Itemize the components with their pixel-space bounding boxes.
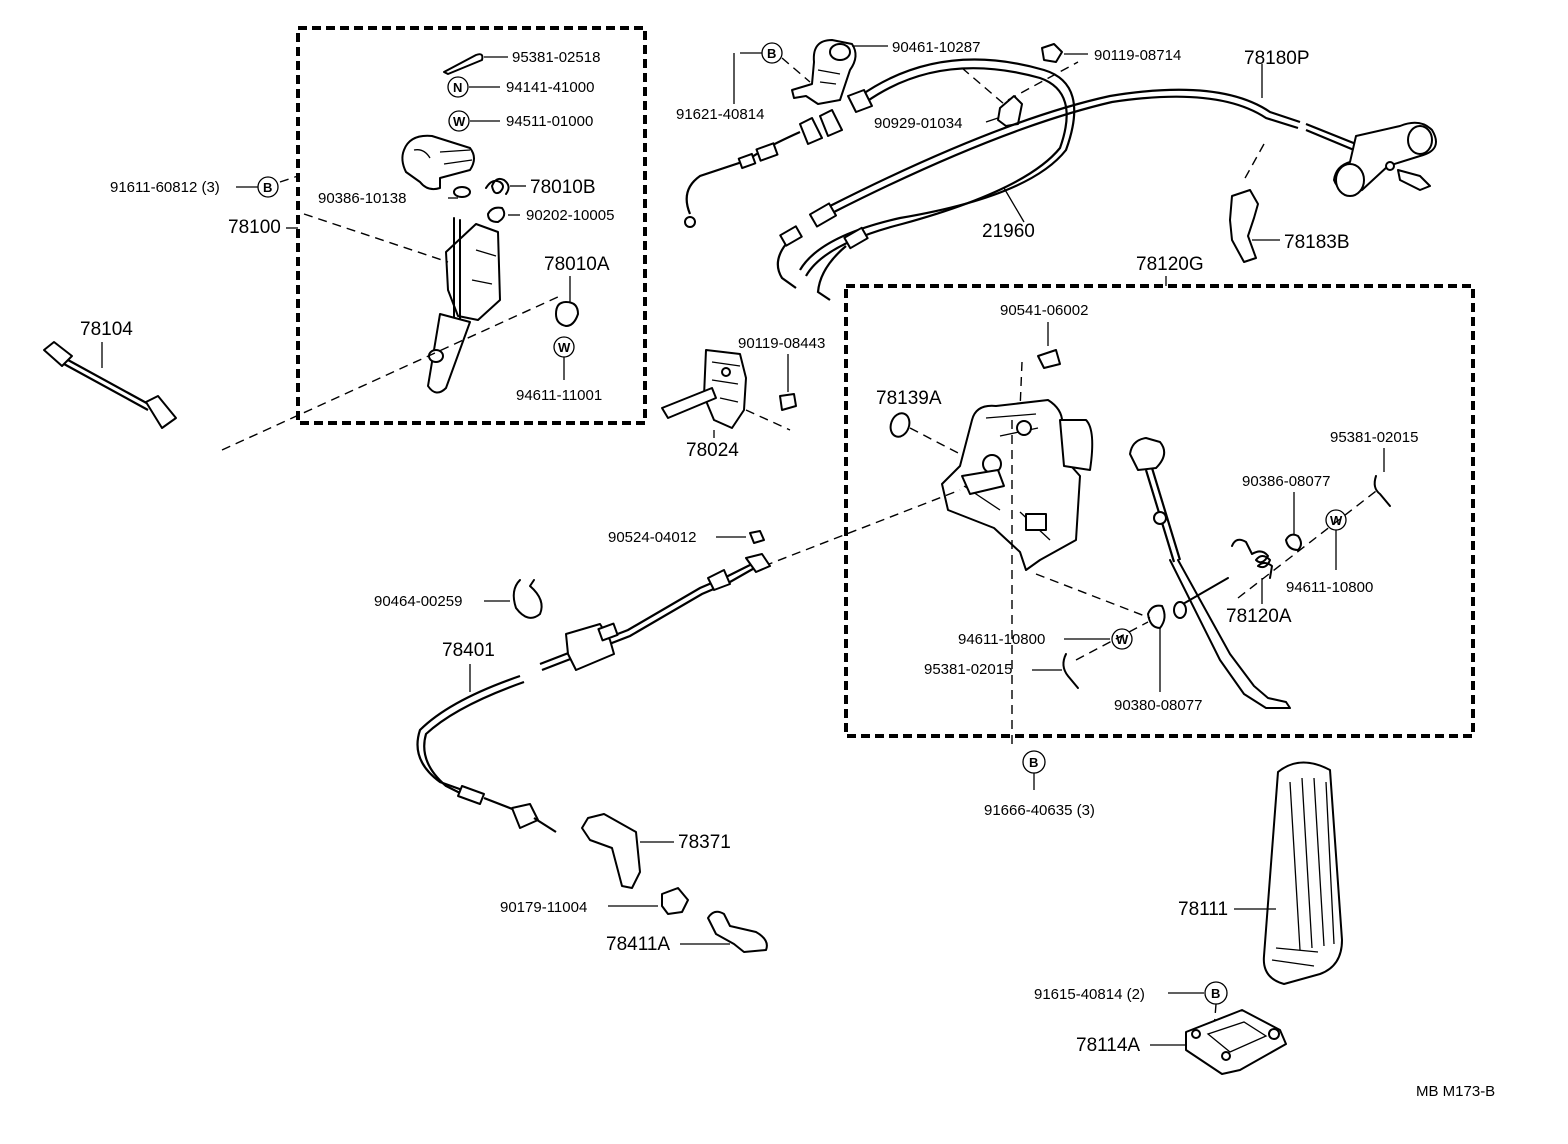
spring-clip-icon bbox=[1229, 189, 1259, 263]
label-78371: 78371 bbox=[678, 832, 731, 853]
bolt-symbol-d: B bbox=[1211, 986, 1220, 1001]
washer-symbol-icon bbox=[1111, 628, 1133, 650]
pedal-bracket bbox=[941, 399, 1094, 571]
label-91611-60812: 91611-60812 (3) bbox=[110, 179, 220, 196]
spring-icon bbox=[485, 177, 510, 195]
label-21960: 21960 bbox=[982, 221, 1035, 242]
label-94511-01000: 94511-01000 bbox=[506, 113, 593, 130]
throttle-lever bbox=[1333, 121, 1437, 197]
pedal-arm bbox=[1129, 437, 1291, 709]
label-78114A: 78114A bbox=[1076, 1035, 1140, 1056]
label-94611-10800-a: 94611-10800 bbox=[1286, 579, 1373, 596]
diagram-id: MB M173-B bbox=[1416, 1083, 1495, 1100]
bolt-symbol-icon bbox=[257, 176, 279, 198]
label-78111: 78111 bbox=[1178, 899, 1228, 920]
label-78183B: 78183B bbox=[1284, 232, 1350, 253]
label-78120G: 78120G bbox=[1136, 254, 1204, 275]
label-90386-08077: 90386-08077 bbox=[1242, 473, 1330, 490]
bushing-icon bbox=[1147, 604, 1166, 629]
washer-icon bbox=[889, 412, 911, 438]
cotter-pin-icon bbox=[1062, 653, 1079, 689]
label-78120A: 78120A bbox=[1226, 606, 1292, 627]
bolt-symbol-c: B bbox=[1029, 755, 1038, 770]
label-78010A: 78010A bbox=[544, 254, 610, 275]
label-78100: 78100 bbox=[228, 217, 281, 238]
label-90541-06002: 90541-06002 bbox=[1000, 302, 1088, 319]
rod-78104 bbox=[43, 341, 177, 429]
label-94611-10800-b: 94611-10800 bbox=[958, 631, 1045, 648]
clevis-block-icon bbox=[401, 134, 475, 191]
group-box-78100 bbox=[296, 26, 647, 425]
label-91615-40814: 91615-40814 (2) bbox=[1034, 986, 1145, 1003]
clamp-icon bbox=[512, 579, 543, 619]
bracket-78371-icon bbox=[581, 813, 641, 889]
washer-symbol: W bbox=[453, 114, 466, 129]
nut-symbol-icon bbox=[447, 76, 469, 98]
label-90202-10005: 90202-10005 bbox=[526, 207, 614, 224]
group-box-78120g bbox=[844, 284, 1475, 738]
return-spring-icon bbox=[1231, 538, 1273, 579]
label-90119-08443: 90119-08443 bbox=[738, 335, 825, 352]
label-91621-40814: 91621-40814 bbox=[676, 106, 764, 123]
label-95381-02015-b: 95381-02015 bbox=[924, 661, 1012, 678]
label-94141-41000: 94141-41000 bbox=[506, 79, 594, 96]
label-91666-40635: 91666-40635 (3) bbox=[984, 802, 1095, 819]
washer-symbol-c: W bbox=[1330, 513, 1343, 528]
nut-icon bbox=[661, 887, 689, 915]
hinge-plate-78114a bbox=[1185, 1009, 1287, 1075]
label-78139A: 78139A bbox=[876, 388, 942, 409]
cable-21960 bbox=[684, 58, 1076, 289]
label-90524-04012: 90524-04012 bbox=[608, 529, 696, 546]
label-94611-11001: 94611-11001 bbox=[516, 387, 602, 404]
label-78010B: 78010B bbox=[530, 177, 596, 198]
bracket-78024 bbox=[661, 349, 747, 429]
nut-symbol: N bbox=[453, 80, 462, 95]
grommet-icon bbox=[555, 301, 579, 327]
stopper-icon bbox=[707, 910, 768, 953]
accelerator-pedal bbox=[1262, 761, 1343, 985]
bolt-symbol: B bbox=[263, 180, 272, 195]
bushing-icon bbox=[1285, 533, 1302, 551]
bolt-icon bbox=[1037, 349, 1061, 369]
nut-icon bbox=[1041, 43, 1063, 63]
label-90461-10287: 90461-10287 bbox=[892, 39, 980, 56]
label-78024: 78024 bbox=[686, 440, 739, 461]
accelerator-cable-78401 bbox=[416, 553, 771, 833]
bushing-icon bbox=[453, 186, 471, 198]
throttle-link-assembly bbox=[427, 217, 501, 394]
label-90179-11004: 90179-11004 bbox=[500, 899, 587, 916]
label-90119-08714: 90119-08714 bbox=[1094, 47, 1181, 64]
label-78411A: 78411A bbox=[606, 934, 670, 955]
washer-symbol-icon bbox=[448, 110, 470, 132]
cotter-pin-icon bbox=[443, 53, 484, 75]
label-95381-02015-a: 95381-02015 bbox=[1330, 429, 1418, 446]
washer-symbol-d: W bbox=[1116, 632, 1129, 647]
label-90464-00259: 90464-00259 bbox=[374, 593, 462, 610]
label-90386-10138: 90386-10138 bbox=[318, 190, 406, 207]
cotter-pin-icon bbox=[1373, 475, 1391, 507]
label-78401: 78401 bbox=[442, 640, 495, 661]
label-78180P: 78180P bbox=[1244, 48, 1310, 69]
label-95381-02518: 95381-02518 bbox=[512, 49, 600, 66]
cable-78180p bbox=[808, 88, 1357, 301]
washer-symbol-b: W bbox=[558, 340, 571, 355]
cable-bracket-90461 bbox=[791, 39, 857, 105]
nut-icon bbox=[749, 530, 765, 544]
label-90380-08077: 90380-08077 bbox=[1114, 697, 1202, 714]
clip-icon bbox=[997, 95, 1023, 127]
collar-icon bbox=[487, 206, 506, 223]
bolt-symbol-b: B bbox=[767, 46, 776, 61]
label-78104: 78104 bbox=[80, 319, 133, 340]
bolt-icon bbox=[779, 393, 797, 411]
label-90929-01034: 90929-01034 bbox=[874, 115, 962, 132]
